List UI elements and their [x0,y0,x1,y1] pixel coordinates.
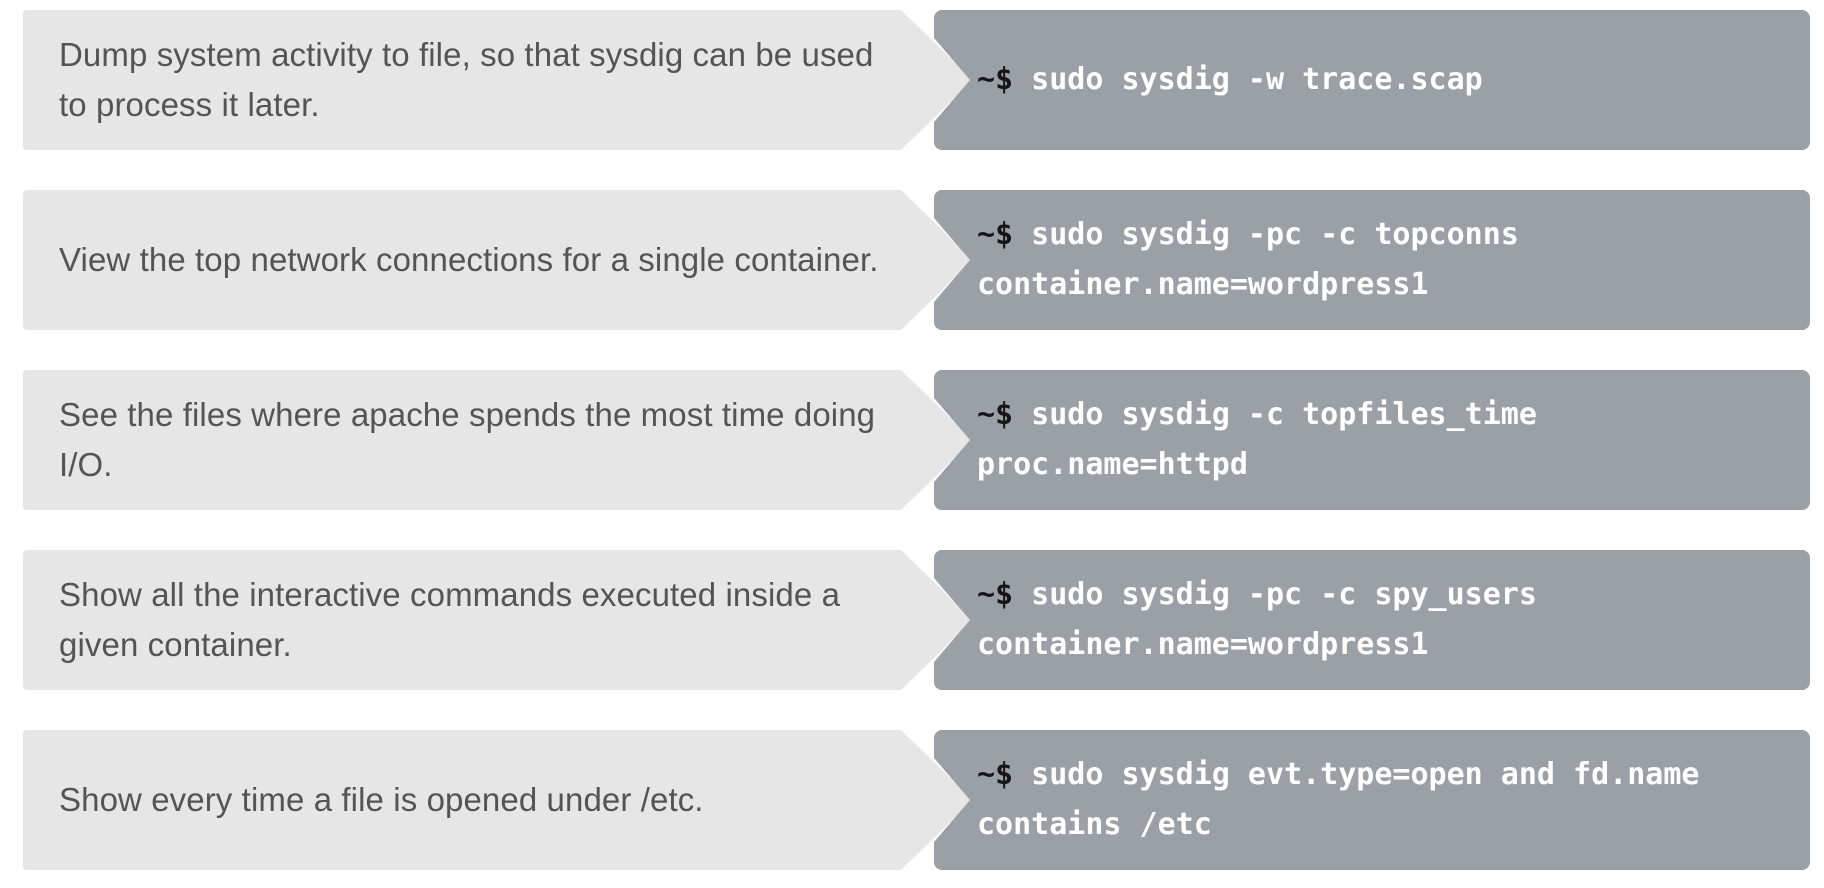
command-row: View the top network connections for a s… [0,190,1824,330]
shell-prompt: ~$ [977,757,1014,792]
description-text: See the files where apache spends the mo… [59,396,876,483]
command-text[interactable]: ~$ sudo sysdig evt.type=open and fd.name… [977,750,1699,850]
command-text[interactable]: ~$ sudo sysdig -pc -c topconns container… [977,210,1519,310]
shell-prompt: ~$ [977,62,1014,97]
command-panel: ~$ sudo sysdig evt.type=open and fd.name… [934,730,1810,870]
command-row: Show all the interactive commands execut… [0,550,1824,690]
command-panel: ~$ sudo sysdig -pc -c topconns container… [934,190,1810,330]
description-panel: Dump system activity to file, so that sy… [23,10,973,150]
description-panel: See the files where apache spends the mo… [23,370,973,510]
description-panel: Show all the interactive commands execut… [23,550,973,690]
command-panel: ~$ sudo sysdig -c topfiles_time proc.nam… [934,370,1810,510]
command-code[interactable]: sudo sysdig evt.type=open and fd.name co… [977,757,1700,842]
description-text: Show all the interactive commands execut… [59,576,841,663]
command-text[interactable]: ~$ sudo sysdig -pc -c spy_users containe… [977,570,1537,670]
command-code[interactable]: sudo sysdig -pc -c spy_users container.n… [977,577,1537,662]
command-row: Dump system activity to file, so that sy… [0,10,1824,150]
description-text: Dump system activity to file, so that sy… [59,36,874,123]
description-text: Show every time a file is opened under /… [59,781,704,818]
shell-prompt: ~$ [977,397,1014,432]
description-text: View the top network connections for a s… [59,241,879,278]
command-row: See the files where apache spends the mo… [0,370,1824,510]
command-code[interactable]: sudo sysdig -c topfiles_time proc.name=h… [977,397,1555,482]
command-panel: ~$ sudo sysdig -pc -c spy_users containe… [934,550,1810,690]
shell-prompt: ~$ [977,577,1014,612]
command-panel: ~$ sudo sysdig -w trace.scap [934,10,1810,150]
command-text[interactable]: ~$ sudo sysdig -c topfiles_time proc.nam… [977,390,1798,490]
command-text[interactable]: ~$ sudo sysdig -w trace.scap [977,55,1483,105]
command-code[interactable]: sudo sysdig -w trace.scap [1013,62,1483,97]
description-panel: View the top network connections for a s… [23,190,973,330]
shell-prompt: ~$ [977,217,1014,252]
command-row: Show every time a file is opened under /… [0,730,1824,870]
description-panel: Show every time a file is opened under /… [23,730,973,870]
command-code[interactable]: sudo sysdig -pc -c topconns container.na… [977,217,1519,302]
